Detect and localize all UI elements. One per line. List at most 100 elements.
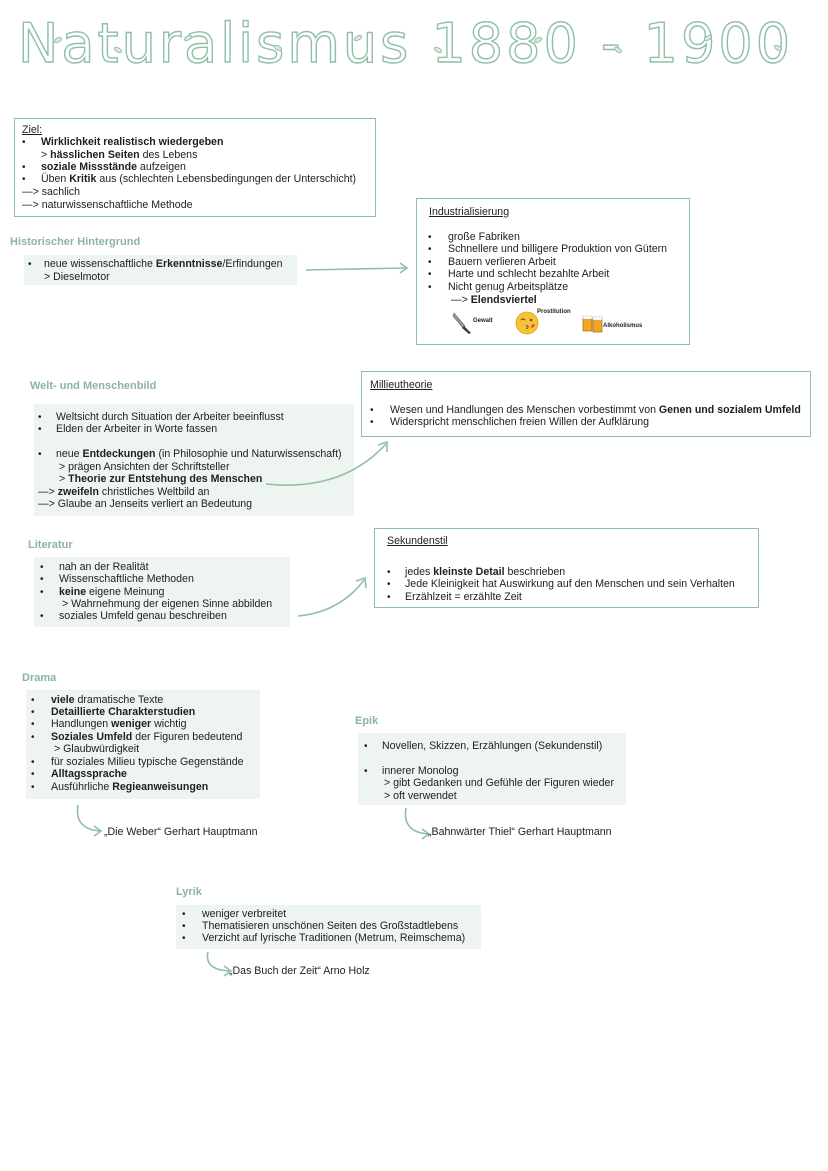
bullet-icon: • (31, 782, 35, 793)
sekundenstil-line-2: Jede Kleinigkeit hat Auswirkung auf den … (405, 578, 735, 590)
industrialisierung-result: —> Elendsviertel (451, 294, 537, 306)
ziel-line-2: > hässlichen Seiten des Lebens (41, 149, 198, 161)
epik-line-3: > gibt Gedanken und Gefühle der Figuren … (384, 777, 614, 789)
historisch-heading: Historischer Hintergrund (10, 236, 141, 248)
literatur-line-4: > Wahrnehmung der eigenen Sinne abbilden (62, 598, 273, 610)
weltbild-line-6: —> zweifeln christliches Weltbild an (38, 486, 210, 498)
weltbild-line-5: > Theorie zur Entstehung des Menschen (59, 473, 263, 485)
epik-example: „Bahnwärter Thiel“ Gerhart Hauptmann (428, 826, 612, 838)
bullet-icon: • (31, 719, 35, 730)
drama-panel: • viele dramatische Texte • Detaillierte… (26, 690, 260, 799)
sekundenstil-line-3: Erzählzeit = erzählte Zeit (405, 591, 522, 603)
kiss-face-icon (515, 311, 539, 335)
bullet-icon: • (31, 695, 35, 706)
bullet-icon: • (22, 162, 26, 173)
ziel-label: Ziel: (22, 124, 43, 136)
bullet-icon: • (428, 282, 432, 293)
epik-heading: Epik (355, 715, 379, 727)
bullet-icon: • (364, 741, 368, 752)
weltbild-line-1: Weltsicht durch Situation der Arbeiter b… (56, 411, 284, 423)
weltbild-line-3: neue Entdeckungen (in Philosophie und Na… (56, 448, 342, 460)
milieu-line-2: Widerspricht menschlichen freien Willen … (390, 416, 650, 428)
arrow-icon (305, 262, 409, 274)
page-title-text: Naturalismus 1880 - 1900 (18, 12, 793, 74)
lyrik-line-3: Verzicht auf lyrische Traditionen (Metru… (202, 932, 466, 944)
bullet-icon: • (40, 611, 44, 622)
milieu-line-1: Wesen und Handlungen des Menschen vorbes… (390, 404, 801, 416)
bullet-icon: • (182, 933, 186, 944)
industrialisierung-label: Industrialisierung (429, 206, 510, 218)
bullet-icon: • (182, 909, 186, 920)
drama-line-8: Ausführliche Regieanweisungen (51, 781, 209, 793)
industrialisierung-item: große Fabriken (448, 231, 520, 243)
epik-line-2: innerer Monolog (382, 765, 459, 777)
knife-caption: Gewalt (473, 318, 493, 324)
drama-line-5: > Glaubwürdigkeit (54, 743, 140, 755)
lyrik-heading: Lyrik (176, 886, 202, 898)
epik-line-1: Novellen, Skizzen, Erzählungen (Sekunden… (382, 740, 603, 752)
bullet-icon: • (387, 592, 391, 603)
arrow-icon (404, 807, 431, 840)
industrialisierung-item: Nicht genug Arbeitsplätze (448, 281, 569, 293)
literatur-line-3: keine eigene Meinung (59, 586, 165, 598)
weltbild-heading: Welt- und Menschenbild (30, 380, 157, 392)
bullet-icon: • (38, 424, 42, 435)
industrialisierung-item: Schnellere und billigere Produktion von … (448, 243, 668, 255)
drama-line-2: Detaillierte Charakterstudien (51, 706, 196, 718)
bullet-icon: • (428, 232, 432, 243)
milieu-box: Millieutheorie • Wesen und Handlungen de… (361, 371, 811, 437)
ziel-line-3: soziale Missstände aufzeigen (41, 161, 186, 173)
sekundenstil-box: Sekundenstil • jedes kleinste Detail bes… (374, 528, 759, 608)
literatur-line-5: soziales Umfeld genau beschreiben (59, 610, 227, 622)
historisch-line-1: neue wissenschaftliche Erkenntnisse/Erfi… (44, 258, 283, 270)
bullet-icon: • (182, 921, 186, 932)
bullet-icon: • (364, 766, 368, 777)
arrow-icon (297, 576, 367, 617)
drama-line-4: Soziales Umfeld der Figuren bedeutend (51, 731, 243, 743)
industrialisierung-item: Bauern verlieren Arbeit (448, 256, 556, 268)
lyrik-line-2: Thematisieren unschönen Seiten des Großs… (202, 920, 459, 932)
arrow-icon (206, 951, 233, 977)
leaf-decoration-icon (53, 34, 783, 54)
beer-caption: Alkoholismus (603, 323, 643, 329)
page-title: Naturalismus 1880 - 1900 (17, 10, 818, 75)
bullet-icon: • (370, 417, 374, 428)
bullet-icon: • (40, 562, 44, 573)
bullet-icon: • (387, 579, 391, 590)
bullet-icon: • (40, 587, 44, 598)
bullet-icon: • (31, 769, 35, 780)
lyrik-panel: • weniger verbreitet • Thematisieren uns… (176, 905, 481, 949)
bullet-icon: • (31, 732, 35, 743)
drama-line-3: Handlungen weniger wichtig (51, 718, 187, 730)
ziel-line-5: —> sachlich (22, 186, 80, 198)
bullet-icon: • (22, 137, 26, 148)
bullet-icon: • (31, 757, 35, 768)
bullet-icon: • (28, 259, 32, 270)
industrialisierung-box: Industrialisierung • große Fabriken • Sc… (416, 198, 690, 345)
knife-icon (452, 312, 471, 334)
bullet-icon: • (22, 174, 26, 185)
weltbild-line-7: —> Glaube an Jenseits verliert an Bedeut… (38, 498, 253, 510)
sekundenstil-label: Sekundenstil (387, 535, 448, 547)
lyrik-example: „Das Buch der Zeit“ Arno Holz (229, 965, 370, 977)
bullet-icon: • (428, 269, 432, 280)
drama-heading: Drama (22, 672, 57, 684)
weltbild-line-2: Elden der Arbeiter in Worte fassen (56, 423, 218, 435)
historisch-panel: • neue wissenschaftliche Erkenntnisse/Er… (24, 255, 297, 285)
drama-line-1: viele dramatische Texte (51, 694, 164, 706)
bullet-icon: • (31, 707, 35, 718)
lyrik-line-1: weniger verbreitet (202, 908, 287, 920)
bullet-icon: • (38, 412, 42, 423)
bullet-icon: • (428, 244, 432, 255)
beer-icon (582, 315, 603, 333)
arrow-icon (76, 804, 103, 837)
bullet-icon: • (387, 567, 391, 578)
drama-line-6: für soziales Milieu typische Gegenstände (51, 756, 244, 768)
bullet-icon: • (40, 574, 44, 585)
bullet-icon: • (370, 405, 374, 416)
industrialisierung-item: Harte und schlecht bezahlte Arbeit (448, 268, 610, 280)
drama-example: „Die Weber“ Gerhart Hauptmann (104, 826, 258, 838)
literatur-line-1: nah an der Realität (59, 561, 149, 573)
drama-line-7: Alltagssprache (51, 768, 127, 780)
kiss-caption: Prostitution (537, 309, 571, 315)
